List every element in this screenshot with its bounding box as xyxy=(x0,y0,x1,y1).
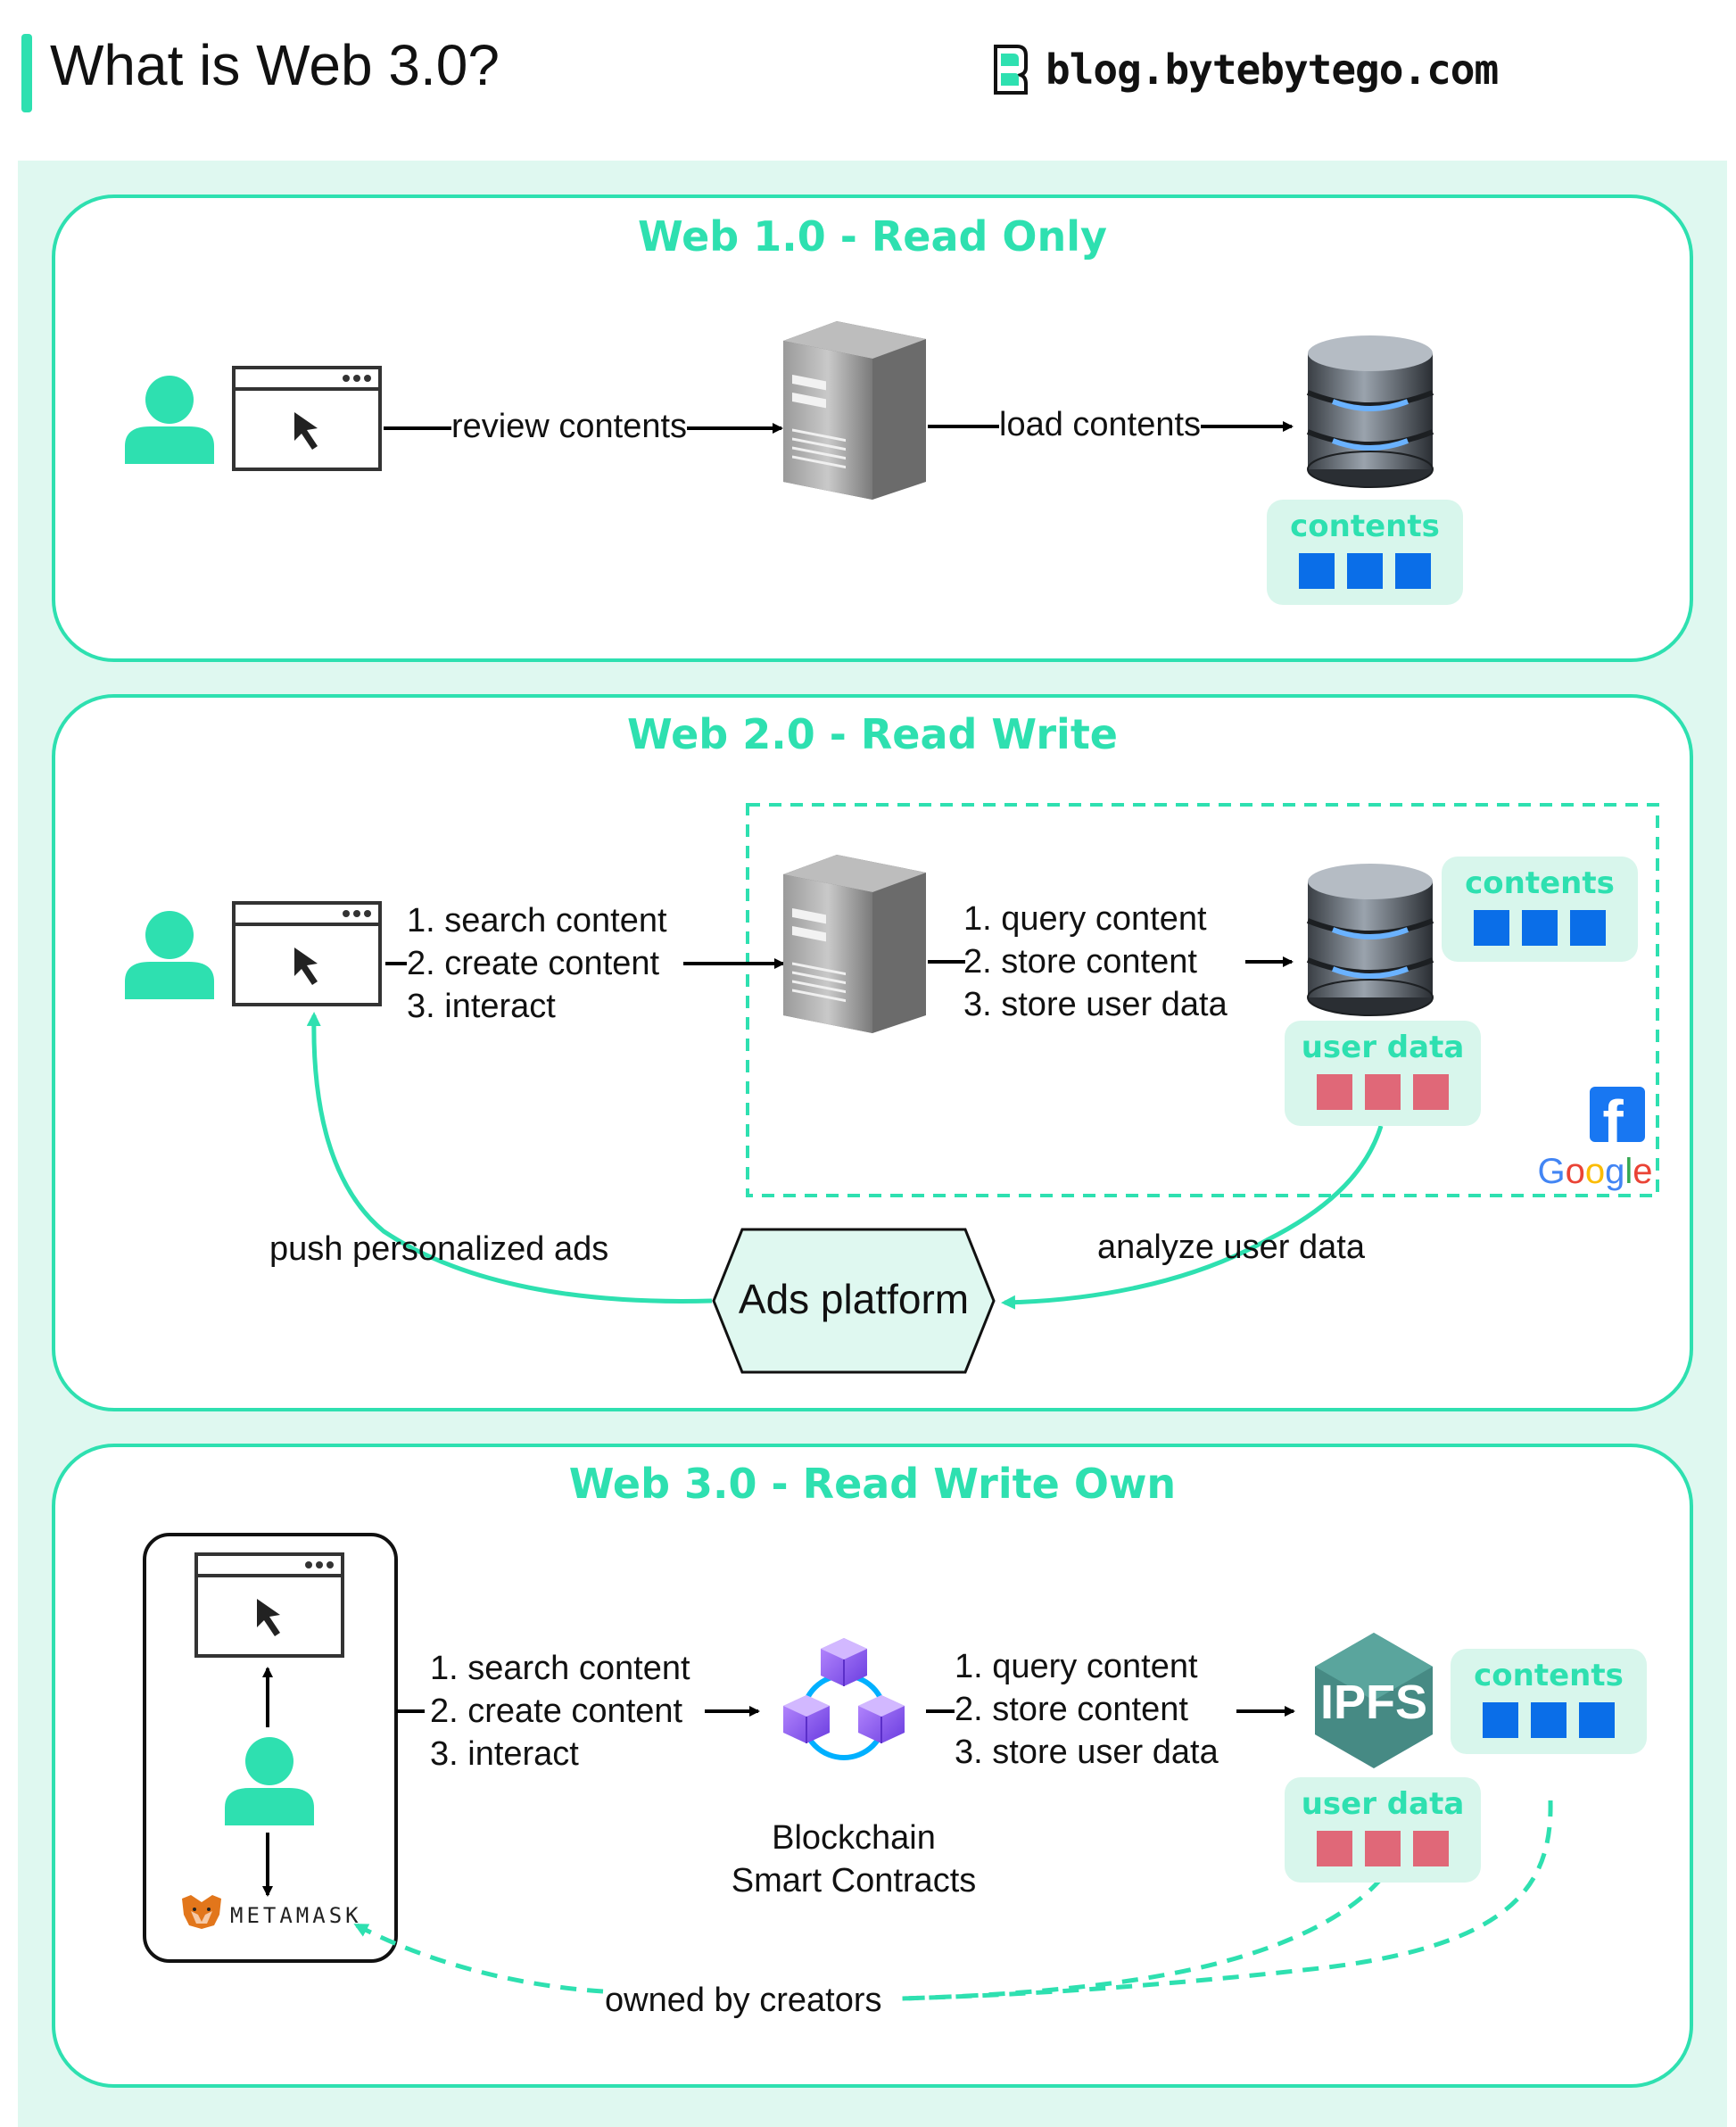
user-data-block xyxy=(1317,1831,1352,1866)
database-icon xyxy=(1308,335,1433,487)
chain-action: 1. query content xyxy=(955,1648,1198,1685)
user-icon xyxy=(125,376,214,464)
web2-user-data-box: user data xyxy=(1285,1021,1481,1126)
user-data-block xyxy=(1365,1074,1401,1110)
analyze-label: analyze user data xyxy=(1097,1229,1365,1266)
database-icon xyxy=(1308,864,1433,1015)
ipfs-label: IPFS xyxy=(1320,1676,1427,1729)
web2-contents-box: contents xyxy=(1442,857,1638,962)
review-label: review contents xyxy=(451,405,688,448)
push-ads-arrow xyxy=(306,1012,713,1304)
smart-contracts-label: Smart Contracts xyxy=(732,1862,977,1899)
brand: blog.bytebytego.com xyxy=(990,43,1499,96)
contents-label: contents xyxy=(1474,1658,1624,1693)
client-action: 2. create content xyxy=(430,1692,683,1730)
ads-platform-label: Ads platform xyxy=(739,1276,969,1322)
ads-platform-shape xyxy=(712,1228,996,1374)
content-block xyxy=(1531,1702,1567,1738)
google-logo-text: Google xyxy=(1537,1152,1652,1191)
user-data-block xyxy=(1317,1074,1352,1110)
load-label: load contents xyxy=(999,403,1202,446)
bytebytego-logo-icon xyxy=(994,45,1028,95)
brand-url: blog.bytebytego.com xyxy=(1046,46,1499,94)
web1-title: Web 1.0 - Read Only xyxy=(637,212,1108,261)
content-block xyxy=(1299,553,1335,589)
user-data-block xyxy=(1413,1074,1449,1110)
content-block xyxy=(1474,910,1509,946)
user-data-label: user data xyxy=(1301,1030,1465,1065)
content-block xyxy=(1483,1702,1518,1738)
contents-label: contents xyxy=(1465,865,1615,901)
browser-window-icon xyxy=(232,901,382,1006)
platform-boundary xyxy=(746,803,1659,1197)
user-data-block xyxy=(1365,1831,1401,1866)
content-block xyxy=(1579,1702,1615,1738)
server-action: 3. store user data xyxy=(963,986,1228,1023)
chain-action: 3. store user data xyxy=(955,1734,1219,1771)
metamask-label: METAMASK xyxy=(230,1903,362,1928)
server-action: 2. store content xyxy=(963,943,1197,981)
analyze-arrow xyxy=(1001,1125,1384,1310)
web3-title: Web 3.0 - Read Write Own xyxy=(568,1460,1177,1508)
web2-title: Web 2.0 - Read Write xyxy=(626,710,1119,758)
owned-arrow xyxy=(353,1923,604,1994)
user-icon xyxy=(125,911,214,999)
blockchain-icon xyxy=(783,1638,905,1760)
ipfs-icon: IPFS xyxy=(1315,1633,1433,1768)
web1-contents-box: contents xyxy=(1267,500,1463,605)
client-action: 1. search content xyxy=(430,1650,690,1687)
user-data-label: user data xyxy=(1301,1786,1465,1822)
client-action: 2. create content xyxy=(407,945,660,982)
server-icon xyxy=(781,853,928,1035)
web3-contents-box: contents xyxy=(1451,1649,1647,1754)
google-logo: Google xyxy=(1537,1152,1652,1191)
user-data-block xyxy=(1413,1831,1449,1866)
chain-action: 2. store content xyxy=(955,1691,1188,1728)
server-action: 1. query content xyxy=(963,900,1207,938)
page-title: What is Web 3.0? xyxy=(50,33,500,97)
content-block xyxy=(1522,910,1558,946)
title-accent-bar xyxy=(21,34,32,112)
contents-label: contents xyxy=(1290,509,1440,544)
browser-window-icon xyxy=(232,366,382,471)
content-block xyxy=(1570,910,1606,946)
facebook-logo: f xyxy=(1590,1087,1645,1157)
client-action: 3. interact xyxy=(407,988,556,1025)
content-block xyxy=(1347,553,1383,589)
browser-window-icon xyxy=(194,1552,344,1658)
server-icon xyxy=(781,319,928,501)
push-ads-label: push personalized ads xyxy=(269,1230,609,1268)
web3-user-data-box: user data xyxy=(1285,1777,1481,1883)
client-action: 3. interact xyxy=(430,1735,579,1773)
blockchain-label: Blockchain xyxy=(772,1819,936,1857)
facebook-logo-glyph: f xyxy=(1602,1088,1624,1157)
metamask-fox-icon xyxy=(182,1895,221,1929)
owned-label: owned by creators xyxy=(605,1979,882,2022)
client-action: 1. search content xyxy=(407,902,667,939)
user-data-owned-curve xyxy=(900,1877,1383,2001)
content-block xyxy=(1395,553,1431,589)
